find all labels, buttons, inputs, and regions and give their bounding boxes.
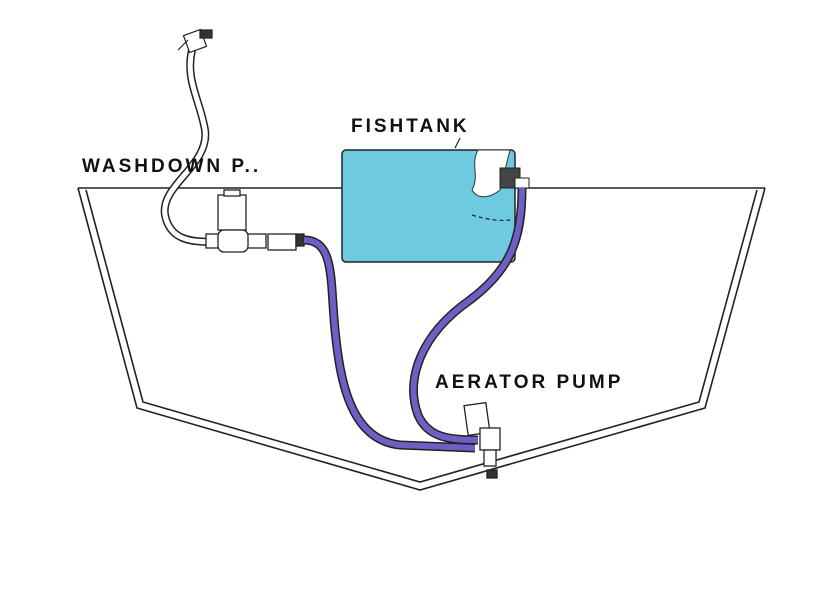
washdown-pump-label: WASHDOWN P.. — [82, 156, 262, 177]
purple-hoses — [303, 187, 527, 453]
fishtank-label: FISHTANK — [351, 116, 470, 137]
washdown-pump-icon — [205, 189, 305, 253]
fishtank — [341, 137, 530, 263]
aerator-pump-label: AERATOR PUMP — [435, 372, 624, 393]
aerator-pump-icon — [463, 401, 501, 479]
spray-nozzle-icon — [177, 28, 213, 54]
washdown-hose — [160, 49, 216, 246]
